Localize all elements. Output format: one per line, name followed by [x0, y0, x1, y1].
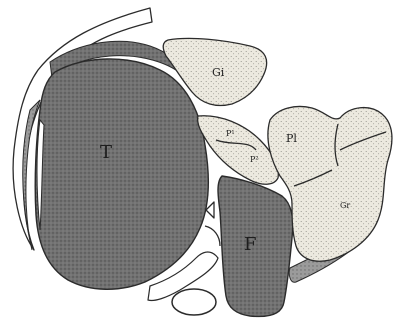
label-Gr: Gr — [340, 201, 350, 210]
small-oval — [172, 289, 216, 315]
region-P — [198, 116, 279, 185]
label-P1: P¹ — [226, 129, 235, 138]
label-Pl: Pl — [286, 132, 297, 145]
label-Gi: Gi — [212, 66, 225, 79]
label-T: T — [100, 142, 112, 163]
label-F: F — [244, 234, 257, 255]
region-T — [35, 59, 208, 289]
label-P2: P² — [250, 155, 259, 164]
small-arc — [205, 226, 220, 246]
